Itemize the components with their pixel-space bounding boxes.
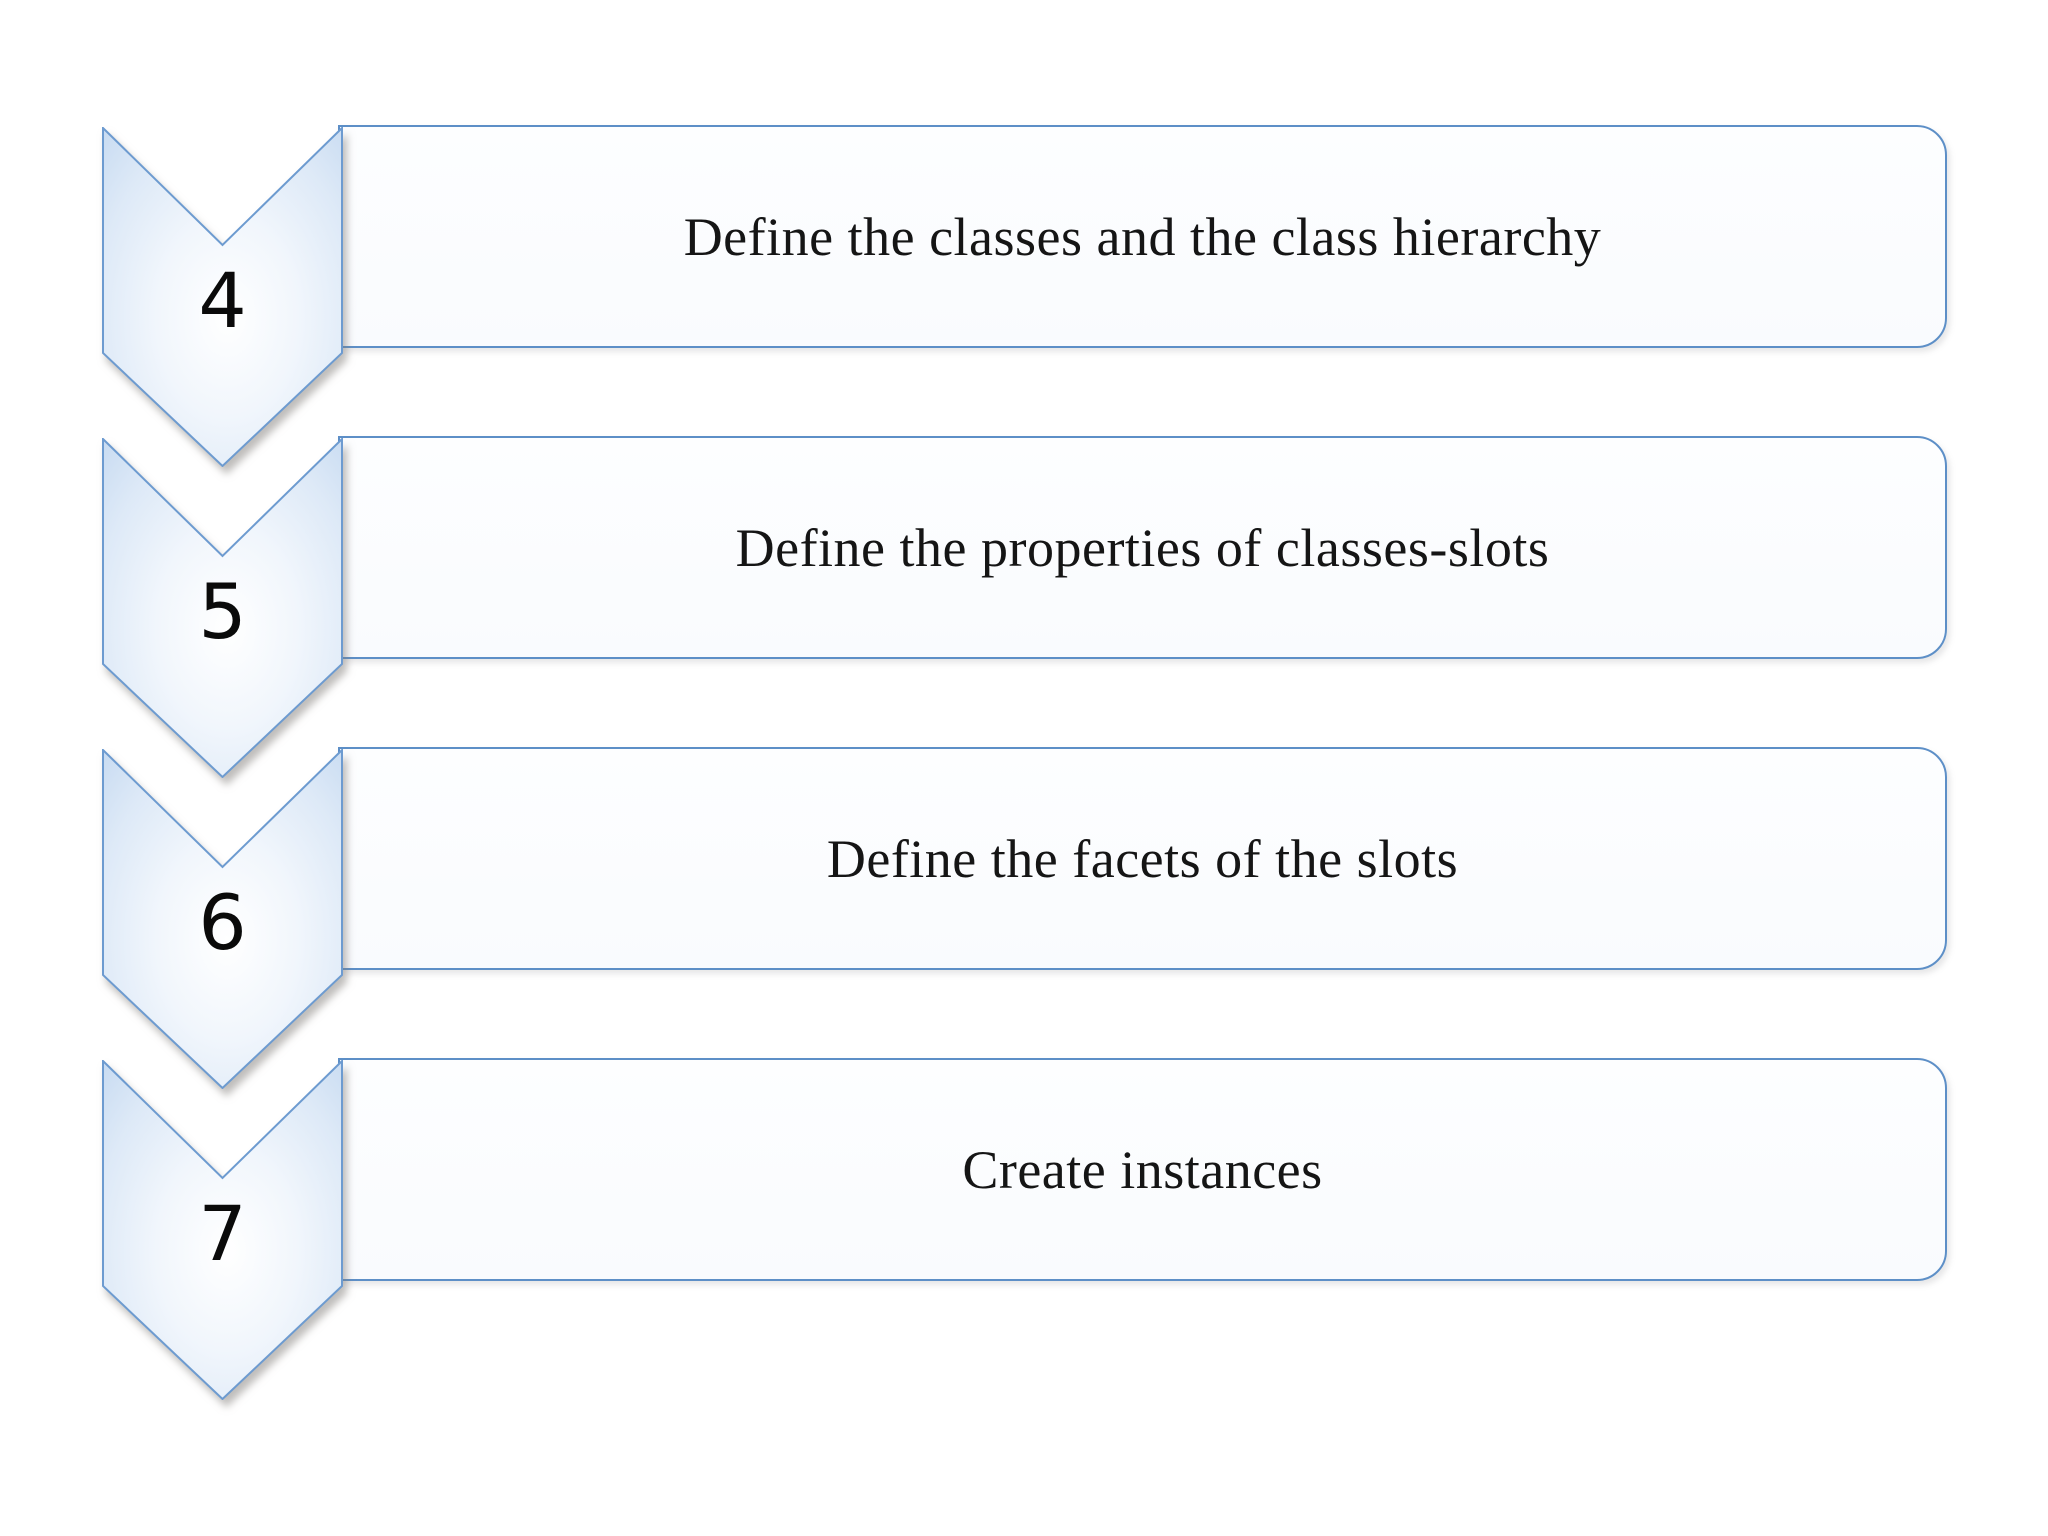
chevron-icon — [102, 1060, 343, 1400]
step-row: Define the properties of classes-slots 5 — [0, 436, 2048, 778]
step-row: Define the facets of the slots 6 — [0, 747, 2048, 1089]
chevron-shape: 6 — [102, 749, 343, 1089]
step-label: Define the properties of classes-slots — [735, 517, 1550, 578]
chevron-shape: 4 — [102, 127, 343, 467]
step-number: 6 — [198, 877, 247, 967]
step-label: Define the classes and the class hierarc… — [683, 206, 1602, 267]
chevron-shape: 7 — [102, 1060, 343, 1400]
step-label: Create instances — [962, 1139, 1323, 1200]
step-number: 4 — [198, 255, 247, 345]
step-text-box: Define the facets of the slots — [338, 747, 1947, 970]
step-text-box: Define the properties of classes-slots — [338, 436, 1947, 659]
chevron-icon — [102, 749, 343, 1089]
chevron-shape: 5 — [102, 438, 343, 778]
step-number: 5 — [198, 566, 247, 656]
chevron-icon — [102, 438, 343, 778]
chevron-icon — [102, 127, 343, 467]
step-row: Create instances 7 — [0, 1058, 2048, 1400]
step-text-box: Define the classes and the class hierarc… — [338, 125, 1947, 348]
step-text-box: Create instances — [338, 1058, 1947, 1281]
step-number: 7 — [198, 1188, 247, 1278]
step-row: Define the classes and the class hierarc… — [0, 125, 2048, 467]
step-label: Define the facets of the slots — [826, 828, 1459, 889]
